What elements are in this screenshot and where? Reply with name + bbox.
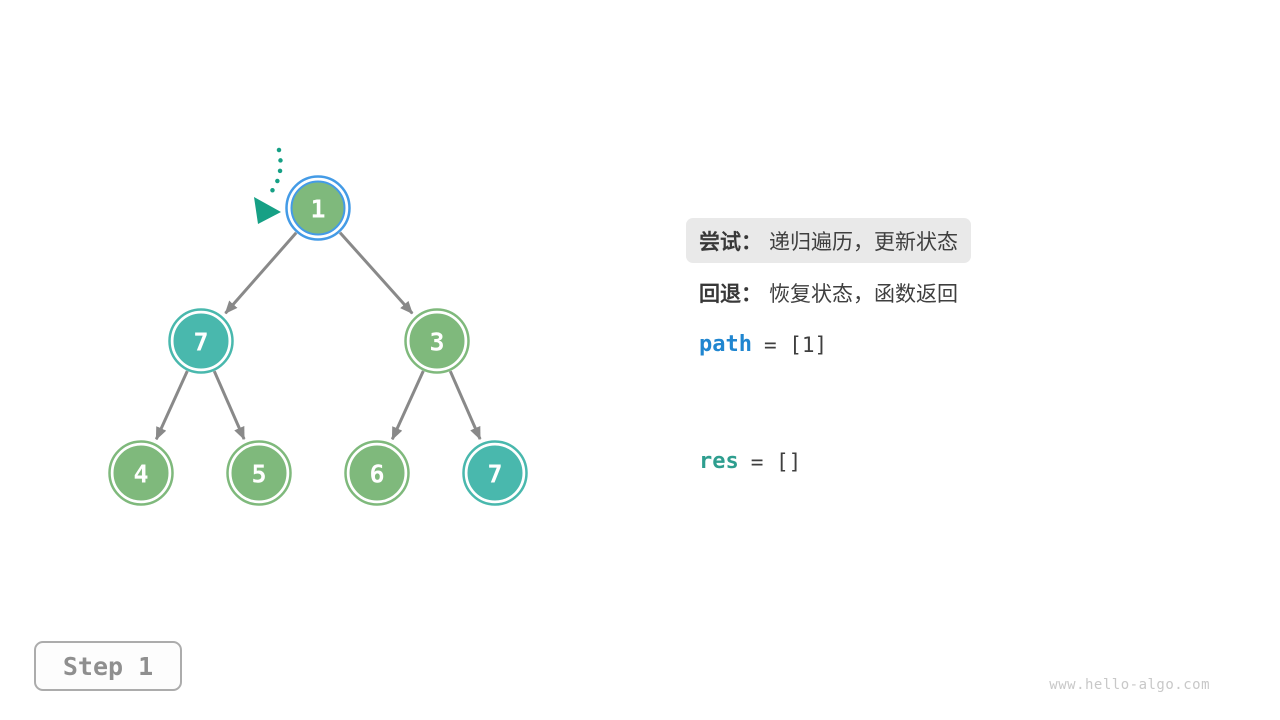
- state-panel: 尝试： 递归遍历，更新状态 回退： 恢复状态，函数返回 path = [1] res =…: [686, 218, 1106, 518]
- tree-node-value: 6: [369, 460, 384, 489]
- tree-node-4: 4: [108, 440, 174, 506]
- tree-node-1: 1: [285, 175, 351, 241]
- res-variable-name: res: [699, 449, 739, 474]
- path-variable-name: path: [699, 332, 752, 357]
- tree-node-value: 1: [310, 195, 325, 224]
- tree-node-value: 5: [251, 460, 266, 489]
- tree-edge: [448, 370, 482, 441]
- tree-edge: [338, 231, 414, 315]
- watermark: www.hello-algo.com: [1049, 677, 1210, 693]
- pointer-dotted-path: [265, 147, 283, 199]
- tree-edge: [390, 370, 425, 441]
- backtrack-label: 回退：: [699, 282, 762, 306]
- try-text: 递归遍历，更新状态: [769, 230, 958, 254]
- backtrack-rule: 回退： 恢复状态，函数返回: [686, 270, 971, 315]
- tree-node-7: 7: [168, 308, 234, 374]
- pointer-arrowhead-icon: [254, 197, 281, 224]
- tree-edge: [154, 370, 189, 441]
- backtrack-text: 恢复状态，函数返回: [769, 282, 958, 306]
- tree-edge: [224, 231, 298, 315]
- try-label: 尝试：: [699, 230, 762, 254]
- tree-node-value: 3: [429, 328, 444, 357]
- tree-nodes: 1 7 3 4 5 6 7: [108, 175, 528, 506]
- tree-node-value: 7: [193, 328, 208, 357]
- tree-node-3: 3: [404, 308, 470, 374]
- step-badge: Step 1: [34, 641, 182, 691]
- tree-edge: [212, 370, 246, 441]
- tree-node-value: 7: [487, 460, 502, 489]
- tree-edges: [154, 231, 482, 441]
- path-variable-value: = [1]: [763, 332, 828, 357]
- tree-node-5: 5: [226, 440, 292, 506]
- tree-node-7: 7: [462, 440, 528, 506]
- tree-node-6: 6: [344, 440, 410, 506]
- path-variable-line: path = [1]: [686, 322, 840, 367]
- try-rule-highlight: 尝试： 递归遍历，更新状态: [686, 218, 971, 263]
- current-node-pointer: [254, 147, 283, 224]
- res-variable-line: res = []: [686, 439, 814, 484]
- tree-node-value: 4: [133, 460, 148, 489]
- step-badge-label: Step 1: [62, 651, 154, 681]
- res-variable-value: = []: [750, 449, 802, 474]
